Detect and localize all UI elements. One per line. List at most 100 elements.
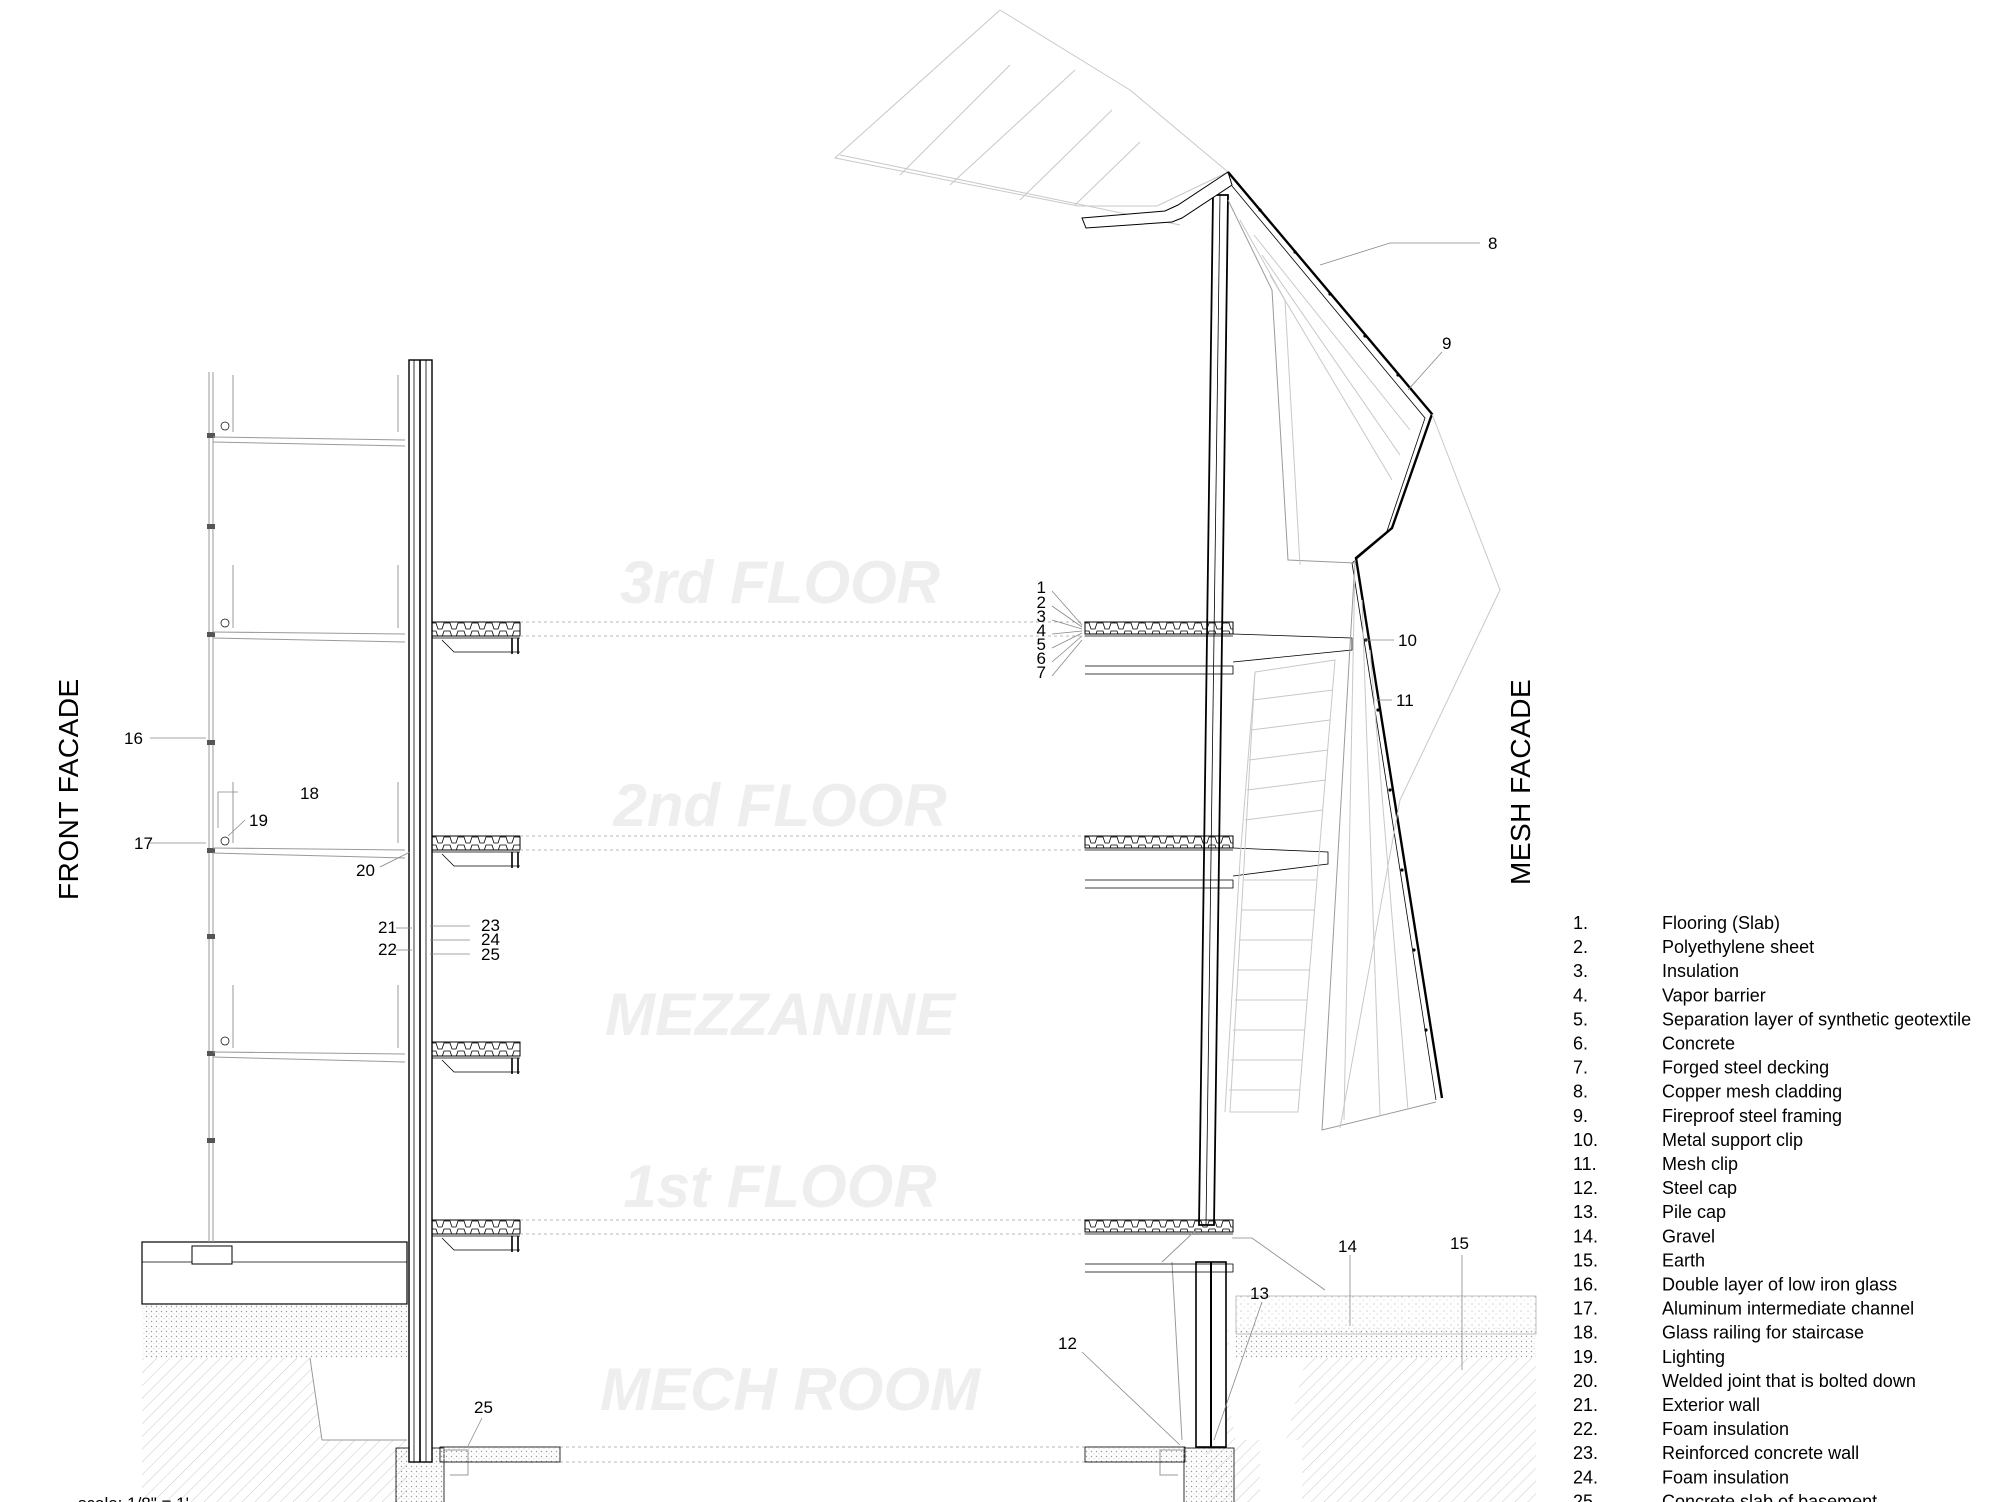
legend-number: 15.	[1573, 1250, 1598, 1270]
floor-dashed-lines	[520, 621, 1085, 1235]
legend-number: 22.	[1573, 1419, 1598, 1439]
legend-number: 18.	[1573, 1323, 1598, 1343]
legend-number: 14.	[1573, 1226, 1598, 1246]
callout-19: 19	[249, 811, 268, 830]
legend-number: 4.	[1573, 985, 1588, 1005]
legend-number: 7.	[1573, 1058, 1588, 1078]
floor-label-mech-room: MECH ROOM	[600, 1356, 982, 1423]
right-floor-slabs	[1084, 621, 1353, 1273]
legend-text: Lighting	[1662, 1347, 1725, 1367]
callout-9: 9	[1442, 334, 1451, 353]
legend-text: Mesh clip	[1662, 1154, 1738, 1174]
callout-24: 24	[481, 930, 500, 949]
legend-text: Reinforced concrete wall	[1662, 1443, 1859, 1463]
left-floor-slabs	[431, 621, 521, 1252]
legend-number: 3.	[1573, 961, 1588, 981]
legend-number: 17.	[1573, 1299, 1598, 1319]
legend-number: 19.	[1573, 1347, 1598, 1367]
support-clip-lower	[1232, 847, 1329, 877]
support-clip-upper	[1232, 633, 1353, 663]
legend-number: 9.	[1573, 1106, 1588, 1126]
callout-7: 7	[1037, 663, 1046, 682]
legend-number: 21.	[1573, 1395, 1598, 1415]
callout-23: 23	[481, 916, 500, 935]
legend-text: Forged steel decking	[1662, 1058, 1829, 1078]
callout-21: 21	[378, 918, 397, 937]
mesh-side-wall	[1171, 194, 1229, 1448]
legend-number: 6.	[1573, 1034, 1588, 1054]
legend-text: Double layer of low iron glass	[1662, 1275, 1897, 1295]
front-glass-facade	[207, 372, 406, 1242]
legend-text: Concrete slab of basement	[1662, 1491, 1877, 1502]
callout-11: 11	[1396, 691, 1414, 710]
floor-label-1st: 1st FLOOR	[623, 1153, 936, 1220]
legend-number: 8.	[1573, 1082, 1588, 1102]
legend-text: Copper mesh cladding	[1662, 1082, 1842, 1102]
floor-label-3rd: 3rd FLOOR	[620, 549, 940, 616]
front-exterior-wall	[408, 359, 433, 1463]
legend-number: 2.	[1573, 937, 1588, 957]
front-facade-title: FRONT FACADE	[53, 678, 84, 900]
mesh-facade-title: MESH FACADE	[1505, 679, 1536, 885]
callout-18: 18	[300, 784, 319, 803]
legend-number: 10.	[1573, 1130, 1598, 1150]
legend-text: Glass railing for staircase	[1662, 1323, 1864, 1343]
legend-number: 20.	[1573, 1371, 1598, 1391]
legend-number: 11.	[1573, 1154, 1597, 1174]
legend-text: Exterior wall	[1662, 1395, 1760, 1415]
floor-label-2nd: 2nd FLOOR	[612, 772, 946, 839]
legend-number: 12.	[1573, 1178, 1598, 1198]
legend-text: Concrete	[1662, 1034, 1735, 1054]
callout-8: 8	[1488, 234, 1497, 253]
legend-text: Fireproof steel framing	[1662, 1106, 1842, 1126]
legend-number: 23.	[1573, 1443, 1598, 1463]
callout-5: 5	[1037, 635, 1046, 654]
callout-14: 14	[1338, 1237, 1357, 1256]
callout-1: 1	[1037, 578, 1046, 597]
callout-12: 12	[1058, 1334, 1077, 1353]
legend-text: Gravel	[1662, 1226, 1715, 1246]
callout-20: 20	[356, 861, 375, 880]
legend-text: Foam insulation	[1662, 1419, 1789, 1439]
legend-text: Foam insulation	[1662, 1467, 1789, 1487]
legend-text: Separation layer of synthetic geotextile	[1662, 1009, 1971, 1029]
callout-2: 2	[1037, 593, 1046, 612]
callout-15: 15	[1450, 1234, 1469, 1253]
legend-text: Polyethylene sheet	[1662, 937, 1814, 957]
callout-25: 25	[481, 945, 500, 964]
legend-text: Vapor barrier	[1662, 985, 1766, 1005]
callout-3: 3	[1037, 607, 1046, 626]
legend-text: Steel cap	[1662, 1178, 1737, 1198]
callout-17: 17	[134, 834, 153, 853]
callout-16: 16	[124, 729, 143, 748]
legend-text: Welded joint that is bolted down	[1662, 1371, 1916, 1391]
legend-number: 24.	[1573, 1467, 1598, 1487]
callout-25-basement: 25	[474, 1398, 493, 1417]
staircase	[1161, 659, 1336, 1263]
legend-text: Aluminum intermediate channel	[1662, 1299, 1914, 1319]
legend-number: 25.	[1573, 1491, 1598, 1502]
callout-4: 4	[1037, 621, 1046, 640]
legend-number: 16.	[1573, 1275, 1598, 1295]
floor-label-mezzanine: MEZZANINE	[605, 981, 957, 1048]
legend-text: Metal support clip	[1662, 1130, 1803, 1150]
legend: 1. Flooring (Slab) 2. Polyethylene sheet 3. I…	[1573, 913, 1971, 1502]
ground-left	[141, 1241, 469, 1502]
legend-text: Pile cap	[1662, 1202, 1726, 1222]
leader-lines	[148, 242, 1480, 1447]
callout-22: 22	[378, 940, 397, 959]
legend-number: 5.	[1573, 1009, 1588, 1029]
legend-number: 1.	[1573, 913, 1588, 933]
callout-6: 6	[1037, 649, 1046, 668]
callout-labels: 1 2 3 4 5 6 7 8 9 10 11 12 13 14 15 16 1…	[124, 234, 1497, 1417]
basement-slab	[439, 1446, 1186, 1463]
legend-text: Flooring (Slab)	[1662, 913, 1780, 933]
legend-text: Earth	[1662, 1250, 1705, 1270]
callout-10: 10	[1398, 631, 1417, 650]
mesh-facade-structure	[833, 9, 1501, 1131]
legend-text: Insulation	[1662, 961, 1739, 981]
scale-note: scale: 1/8" = 1'	[78, 1494, 189, 1502]
legend-number: 13.	[1573, 1202, 1598, 1222]
callout-13: 13	[1250, 1284, 1269, 1303]
